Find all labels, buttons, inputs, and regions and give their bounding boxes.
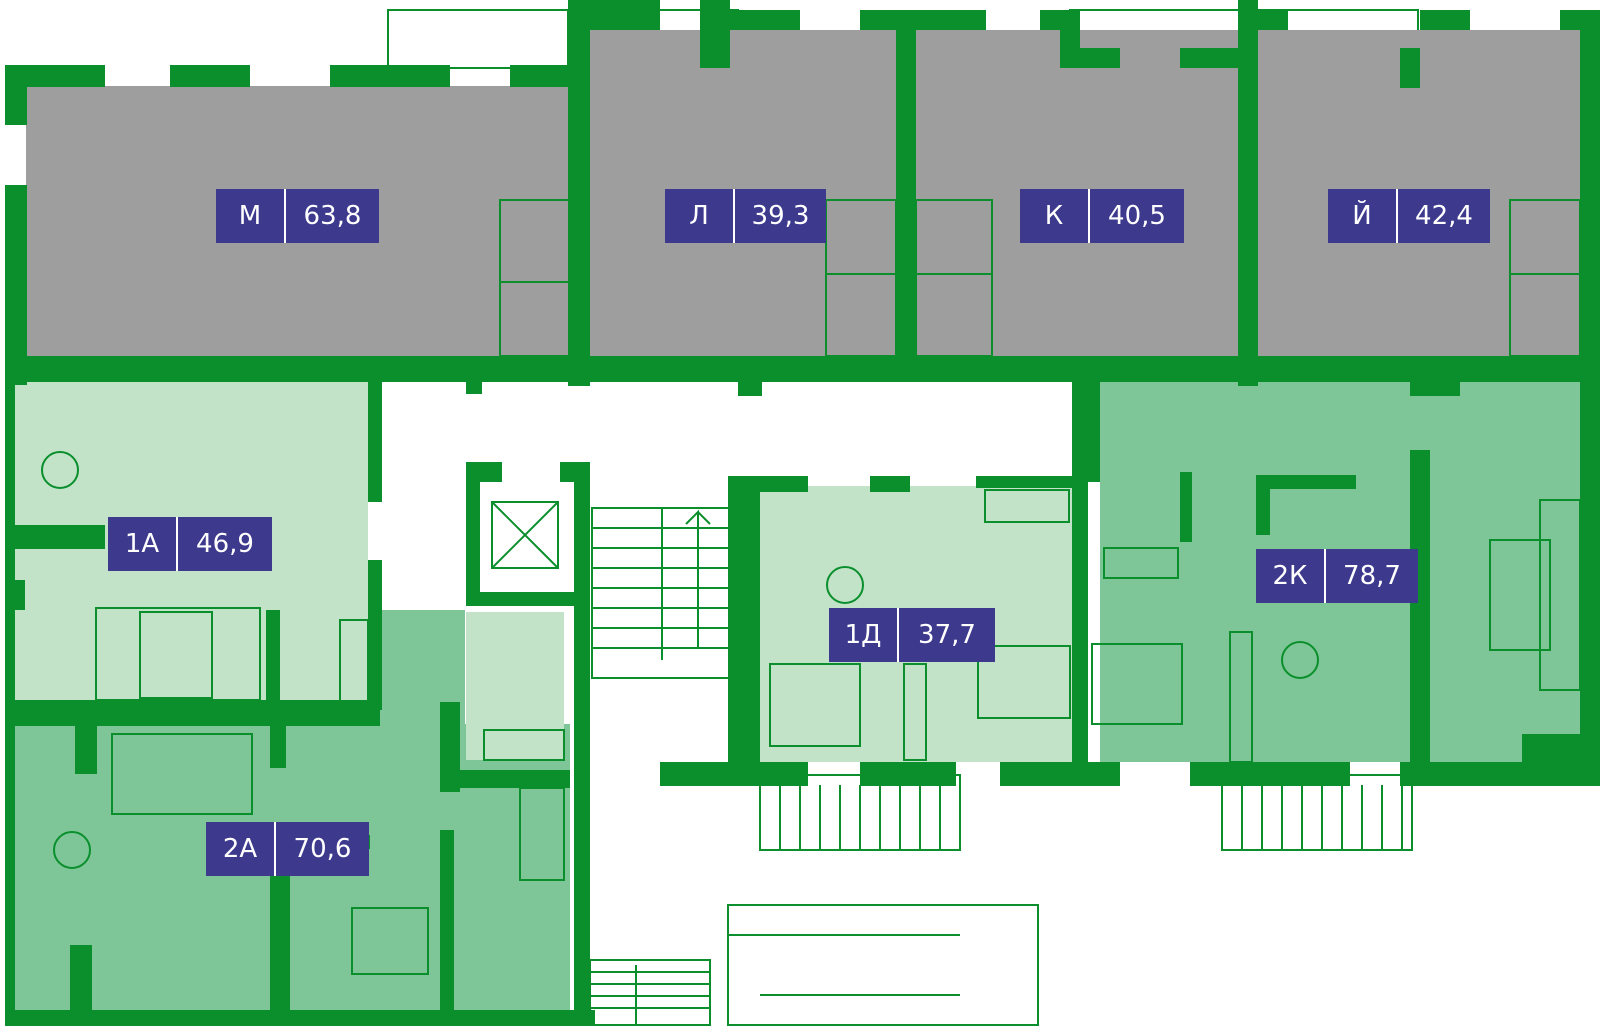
unit-code: 1Д bbox=[829, 608, 899, 662]
walls bbox=[5, 0, 1600, 1026]
unit-code: 1А bbox=[108, 517, 178, 571]
unit-area: 42,4 bbox=[1415, 201, 1473, 231]
unit-area: 78,7 bbox=[1343, 561, 1401, 591]
unit-code: М bbox=[216, 189, 286, 243]
unit-label-y[interactable]: Й 42,4 bbox=[1328, 189, 1490, 243]
unit-code: Л bbox=[665, 189, 735, 243]
bath-tiles bbox=[466, 612, 564, 760]
unit-label-2k[interactable]: 2К 78,7 bbox=[1256, 549, 1418, 603]
interior-details bbox=[41, 199, 1581, 975]
unit-code: К bbox=[1020, 189, 1090, 243]
unit-code: 2К bbox=[1256, 549, 1326, 603]
staircase bbox=[591, 507, 733, 679]
unit-label-m[interactable]: М 63,8 bbox=[216, 189, 379, 243]
unit-area: 37,7 bbox=[918, 620, 976, 650]
unit-code: Й bbox=[1328, 189, 1398, 243]
unit-label-1d[interactable]: 1Д 37,7 bbox=[829, 608, 995, 662]
unit-area: 39,3 bbox=[751, 201, 810, 231]
unit-label-2a[interactable]: 2А 70,6 bbox=[206, 822, 369, 876]
unit-label-1a[interactable]: 1А 46,9 bbox=[108, 517, 272, 571]
entrance-steps bbox=[590, 785, 1403, 1025]
unit-area: 63,8 bbox=[303, 201, 362, 231]
unit-area: 70,6 bbox=[293, 834, 352, 864]
unit-area: 40,5 bbox=[1108, 201, 1166, 231]
elevator bbox=[491, 501, 559, 569]
unit-area: 46,9 bbox=[196, 529, 254, 559]
unit-code: 2А bbox=[206, 822, 276, 876]
unit-label-k[interactable]: К 40,5 bbox=[1020, 189, 1184, 243]
unit-label-l[interactable]: Л 39,3 bbox=[665, 189, 826, 243]
